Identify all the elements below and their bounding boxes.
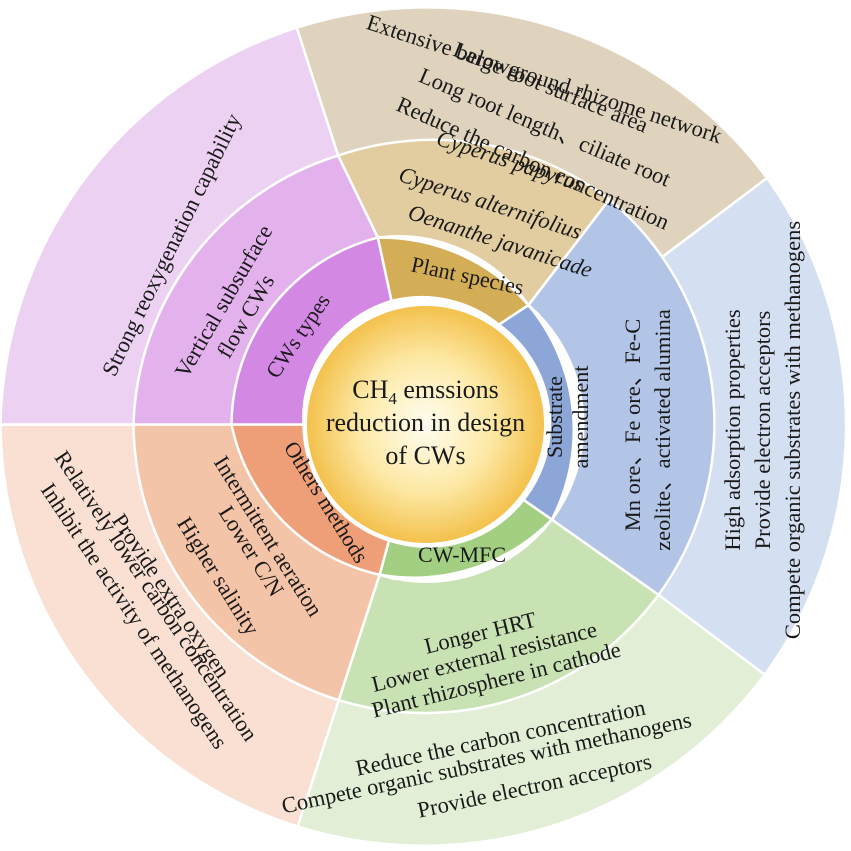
middle-substrate-amendment bbox=[526, 197, 716, 597]
mid-substrate-amendment-2: zeolite、activated alumina bbox=[650, 309, 675, 551]
mid-substrate-amendment-1: Mn ore、Fe ore、Fe-C bbox=[620, 319, 645, 531]
middle-cw-mfc bbox=[337, 517, 661, 715]
label-substrate-amendment-2: amendment bbox=[568, 366, 593, 469]
center-label: CH4 emssions reduction in design of CWs bbox=[326, 375, 525, 470]
center-line-1: CH bbox=[352, 375, 388, 404]
center-subscript: 4 bbox=[388, 389, 397, 408]
center-line-2: reduction in design bbox=[326, 408, 525, 437]
inner-ring-cws-types bbox=[230, 236, 393, 426]
outer-substrate-amendment-1: High adsorption properties bbox=[720, 309, 745, 550]
svg-text:CH4 emssions: CH4 emssions bbox=[352, 375, 498, 408]
label-cw-mfc: CW-MFC bbox=[418, 542, 506, 567]
center-line-1-rest: emssions bbox=[397, 375, 499, 404]
outer-substrate-amendment-3: Compete organic substrates with methanog… bbox=[780, 221, 805, 639]
center-circle bbox=[304, 303, 547, 546]
outer-substrate-amendment-2: Provide electron acceptors bbox=[750, 311, 775, 550]
center-line-3: of CWs bbox=[385, 441, 465, 470]
label-substrate-amendment-1: Substrate bbox=[542, 376, 567, 458]
